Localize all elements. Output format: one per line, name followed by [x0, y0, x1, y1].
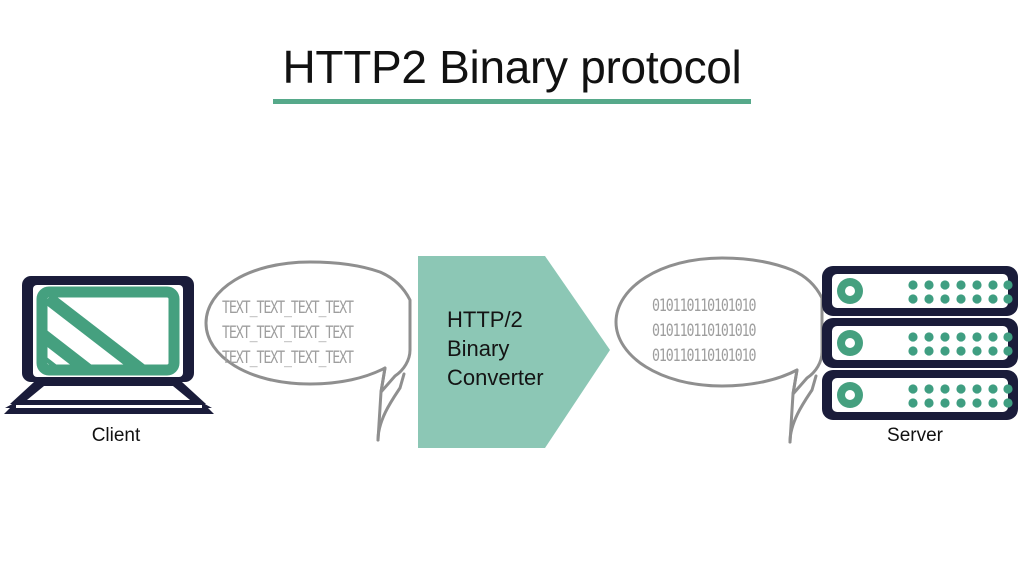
server-binary-bubble-text: 010110110101010 010110110101010 01011011… [652, 294, 756, 369]
laptop-icon [4, 276, 214, 414]
server-dots-row-2 [908, 332, 1013, 356]
page-title: HTTP2 Binary protocol [282, 41, 742, 93]
screen-stripes-icon [47, 297, 169, 365]
title-underline [273, 98, 751, 104]
title-block: HTTP2 Binary protocol [0, 42, 1024, 104]
converter-label: HTTP/2 Binary Converter [447, 305, 607, 392]
server-rack-icon [822, 266, 1018, 420]
server-label: Server [887, 425, 943, 446]
client-request-bubble [204, 260, 412, 442]
server-dots-row-3 [908, 384, 1013, 408]
client-request-bubble-text: TEXT_TEXT_TEXT_TEXT TEXT_TEXT_TEXT_TEXT … [222, 296, 354, 371]
converter-line: Binary [447, 336, 510, 361]
converter-line: HTTP/2 [447, 307, 523, 332]
bubble-line: TEXT_TEXT_TEXT_TEXT [222, 323, 354, 343]
bubble-line: 010110110101010 [652, 296, 756, 316]
bubble-line: TEXT_TEXT_TEXT_TEXT [222, 348, 354, 368]
http2-binary-converter-shape[interactable] [418, 256, 610, 448]
client-label: Client [91, 425, 141, 446]
converter-line: Converter [447, 365, 544, 390]
server-dots-row-1 [908, 280, 1013, 304]
bubble-line: TEXT_TEXT_TEXT_TEXT [222, 298, 354, 318]
server-binary-bubble [614, 256, 824, 444]
bubble-line: 010110110101010 [652, 321, 756, 341]
bubble-line: 010110110101010 [652, 346, 756, 366]
